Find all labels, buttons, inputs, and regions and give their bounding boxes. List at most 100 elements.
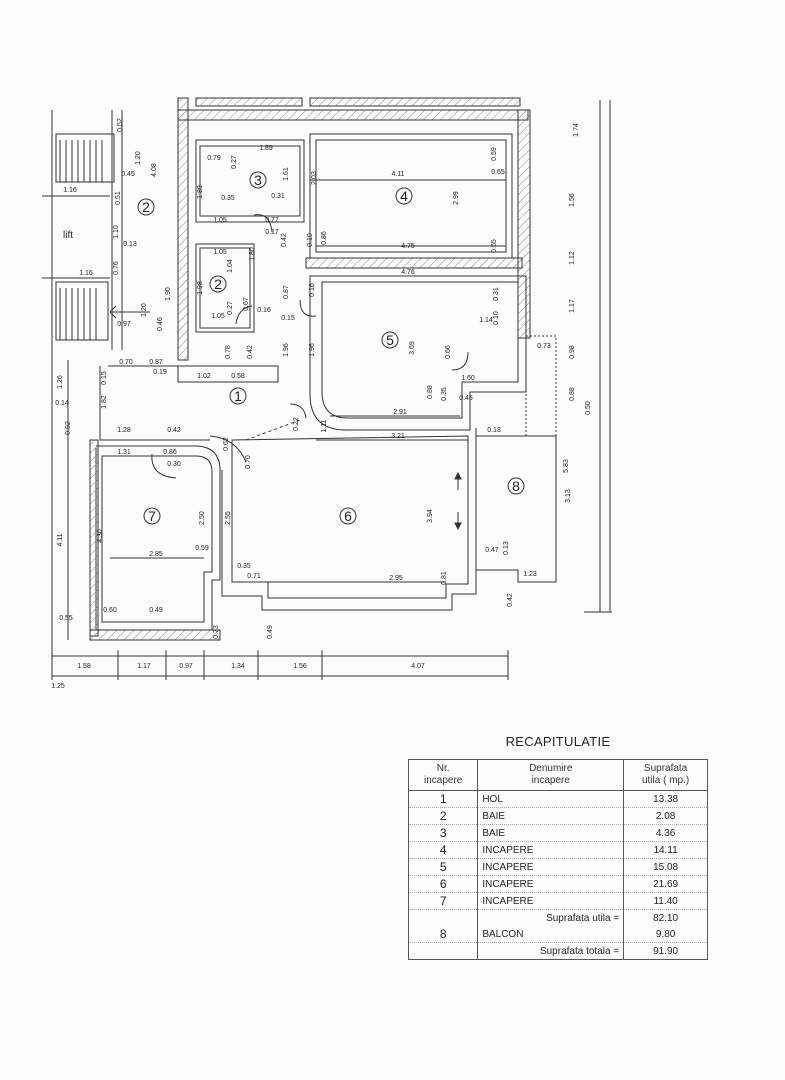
dimension-label: 4.08	[151, 163, 158, 177]
row-area: 14.11	[623, 841, 708, 859]
dimension-label: 1.26	[57, 375, 64, 389]
header-area: Suprafata utila ( mp.)	[623, 759, 708, 791]
dimension-label: 0.31	[271, 193, 285, 200]
summary-title: RECAPITULATIE	[505, 734, 611, 749]
summary-body: 1 HOL 13.38 2 BAIE 2.08 3 BAIE 4.36 4 IN…	[407, 790, 708, 960]
dimension-label: 5.83	[563, 459, 570, 473]
table-row: 5 INCAPERE 15.08	[407, 858, 708, 876]
dimension-label: 1.20	[141, 303, 148, 317]
dimension-label: 1.04	[227, 259, 234, 273]
dimension-label: 0.98	[569, 345, 576, 359]
dimension-label: 1.20	[135, 151, 142, 165]
dimension-label: 0.50	[585, 401, 592, 415]
row-area: 4.36	[623, 824, 708, 842]
dimension-label: 0.10	[307, 233, 314, 247]
row-area: 15.08	[623, 858, 708, 876]
dimension-label: 0.65	[491, 239, 498, 253]
dimension-label: 1.89	[259, 145, 273, 152]
dimension-label: 1.74	[573, 123, 580, 137]
dimension-label: 0.87	[149, 359, 163, 366]
dimension-label: 0.16	[257, 307, 271, 314]
dimension-label: 0.86	[321, 231, 328, 245]
dimension-label: 0.73	[213, 625, 220, 639]
dimension-label: 1.34	[231, 663, 245, 670]
dimension-label: 0.17	[265, 229, 279, 236]
dimension-label: 3.13	[565, 489, 572, 503]
dimension-label: 0.35	[441, 387, 448, 401]
room-number: 3	[254, 172, 262, 188]
dimension-label: 1.56	[569, 193, 576, 207]
dimension-label: 1.96	[309, 343, 316, 357]
row-area: 13.38	[623, 790, 708, 808]
dimension-label: 0.87	[283, 285, 290, 299]
dimension-label: 0.58	[231, 373, 245, 380]
room-number: 2	[214, 276, 222, 292]
dimension-label: 0.35	[221, 195, 235, 202]
dimension-label: 0.45	[459, 395, 473, 402]
dimension-label: 0.70	[119, 359, 133, 366]
dimension-label: 2.99	[453, 191, 460, 205]
dimension-label: 0.86	[163, 449, 177, 456]
walls	[42, 97, 612, 680]
room-number: 7	[148, 508, 156, 524]
row-nr: 6	[407, 875, 479, 893]
dimension-label: 1.90	[165, 287, 172, 301]
dimension-label: 1.10	[113, 225, 120, 239]
dimension-label: 0.27	[231, 155, 238, 169]
dimension-label: 0.45	[121, 171, 135, 178]
dimension-label: 1.28	[117, 427, 131, 434]
row-name: INCAPERE	[477, 875, 625, 893]
dimension-label: 0.76	[113, 261, 120, 275]
dimension-label: 0.42	[281, 233, 288, 247]
row-nr: 3	[407, 824, 479, 842]
row-area: 21.69	[623, 875, 708, 893]
dimension-label: 4.76	[401, 269, 415, 276]
dimension-label: 0.22	[293, 417, 300, 431]
summary-table: Nr. incapere Denumire incapere Suprafata…	[407, 759, 708, 960]
dimension-label: 0.51	[115, 191, 122, 205]
row-nr: 7	[407, 892, 479, 910]
table-row: 3 BAIE 4.36	[407, 824, 708, 842]
dimension-label: 0.66	[445, 345, 452, 359]
dimension-label: 2.50	[199, 511, 206, 525]
dimension-label: 0.77	[265, 217, 279, 224]
dimension-label: 1.05	[211, 313, 225, 320]
dimension-label: 1.12	[569, 251, 576, 265]
row-nr: 4	[407, 841, 479, 859]
table-row: 6 INCAPERE 21.69	[407, 875, 708, 893]
dimension-label: 1.61	[283, 167, 290, 181]
dimension-label: 3.69	[409, 341, 416, 355]
dimension-label: 0.13	[487, 427, 501, 434]
room-labels: 1 2 2 3 4 5 6 7 8 lift	[63, 171, 525, 525]
dimension-label: 1.89	[197, 185, 204, 199]
room-number: 5	[386, 332, 394, 348]
dimension-label: 0.27	[227, 301, 234, 315]
room-number: 2	[142, 199, 150, 215]
table-row: 1 HOL 13.38	[407, 790, 708, 808]
dimension-label: 0.59	[195, 545, 209, 552]
row-nr: 5	[407, 858, 479, 876]
dimension-label: 1.23	[523, 571, 537, 578]
row-name: INCAPERE	[477, 841, 625, 859]
row-name: INCAPERE	[477, 892, 625, 910]
dimension-label: 0.14	[55, 400, 69, 407]
dimension-label: 2.85	[149, 551, 163, 558]
arrow-icons	[454, 471, 462, 531]
dimension-label: 4.11	[391, 171, 404, 178]
table-row: 2 BAIE 2.08	[407, 807, 708, 825]
dimension-label: 0.42	[507, 593, 514, 607]
row-name: BALCON	[477, 926, 625, 943]
dimension-label: 2.55	[225, 511, 232, 525]
dimension-label: 0.60	[103, 607, 117, 614]
dimension-label: 1.17	[137, 663, 151, 670]
dimension-label: 4.75	[401, 243, 415, 250]
row-name: HOL	[477, 790, 625, 808]
dimension-label: 1.80	[249, 247, 256, 261]
dimension-label: 0.31	[493, 287, 500, 301]
row-nr: 1	[407, 790, 479, 808]
table-row: 7 INCAPERE 11.40	[407, 892, 708, 910]
row-name: INCAPERE	[477, 858, 625, 876]
dimension-label: 0.79	[207, 155, 221, 162]
dimension-label: 2.95	[389, 575, 403, 582]
total-row: Suprafata totala = 91.90	[407, 942, 708, 960]
